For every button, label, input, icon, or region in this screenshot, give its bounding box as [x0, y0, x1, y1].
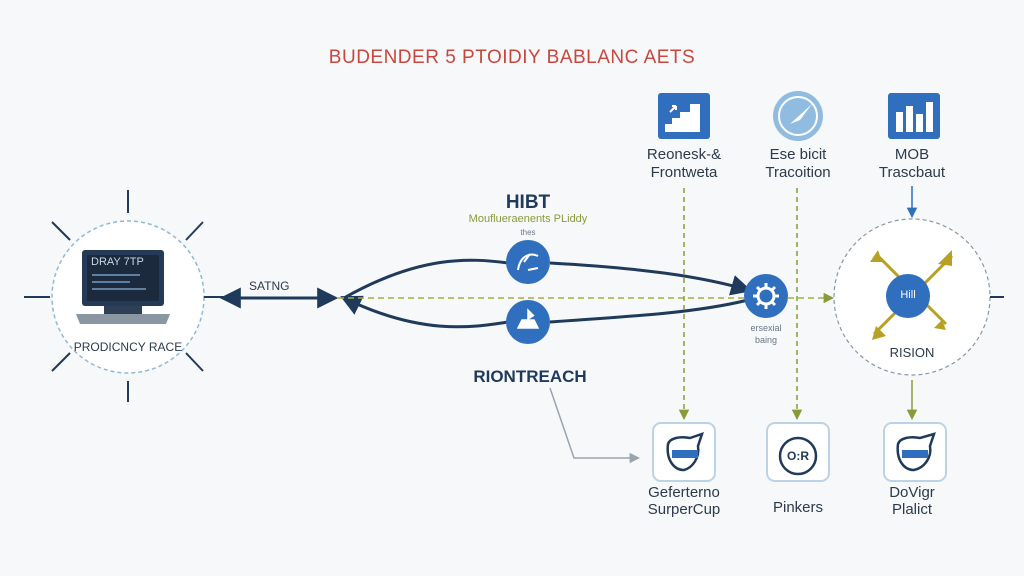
- upper-node: [506, 240, 550, 284]
- upper-flow-small: thes: [520, 228, 536, 237]
- badge-frame-3: [883, 422, 947, 482]
- gear-icon: [753, 283, 779, 309]
- top-item-2-line2: Tracoition: [765, 164, 831, 181]
- main-flows: [219, 258, 753, 329]
- gear-caption-2: baing: [754, 335, 778, 345]
- right-node-center-text: Hill: [900, 289, 916, 301]
- top-item-3-line1: MOB: [894, 146, 930, 163]
- top-item-1-line1: Reonesk-&: [646, 146, 722, 163]
- left-node-label: PRODICNCY RACE: [73, 340, 183, 354]
- badge-frame-1: [652, 422, 716, 482]
- chart-growth-icon: [658, 93, 710, 139]
- diagram-title: BUDENDER 5 PTOIDIY BABLANC AETS: [328, 47, 696, 68]
- badge-frame-2: [766, 422, 830, 482]
- top-item-3-line2: Trascbaut: [878, 164, 946, 181]
- lower-loop-right: [549, 298, 749, 324]
- gear-caption-1: ersexial: [750, 323, 782, 333]
- bottom-item-3-line1: DoVigr: [889, 484, 935, 501]
- bottom-item-1-line2: SurperCup: [647, 501, 721, 518]
- upper-loop-right: [549, 261, 753, 296]
- lower-loop-left: [340, 295, 509, 329]
- top-item-1-line2: Frontweta: [650, 164, 718, 181]
- lower-node: [506, 300, 550, 344]
- badge-2-text: O:R: [787, 449, 809, 463]
- vertical-dashed-connectors: [678, 188, 803, 421]
- lower-flow-title: RIONTREACH: [473, 367, 587, 386]
- laptop-screen-text: DRAY 7TP: [91, 256, 144, 268]
- upper-loop-left: [343, 258, 509, 300]
- bottom-item-1-line1: Geferterno: [648, 484, 720, 501]
- bar-chart-icon: [888, 93, 940, 139]
- bottom-item-2-line1: Pinkers: [772, 499, 824, 516]
- right-node: [833, 218, 1004, 376]
- top-item-2-line1: Ese bicit: [769, 146, 827, 163]
- right-node-label: RISION: [889, 345, 935, 360]
- bottom-item-3-line2: Plalict: [891, 501, 932, 518]
- gear-node: [744, 274, 788, 318]
- laptop-icon: [76, 250, 170, 324]
- upper-flow-title: HIBT: [505, 192, 551, 213]
- upper-flow-subtitle: Mouflueraenents PLiddy: [468, 213, 588, 225]
- left-node-rays: [24, 190, 228, 402]
- bent-arrow: [549, 387, 641, 464]
- compass-icon: [773, 91, 823, 141]
- left-node: [24, 190, 228, 402]
- left-flow-label: SATNG: [249, 279, 290, 293]
